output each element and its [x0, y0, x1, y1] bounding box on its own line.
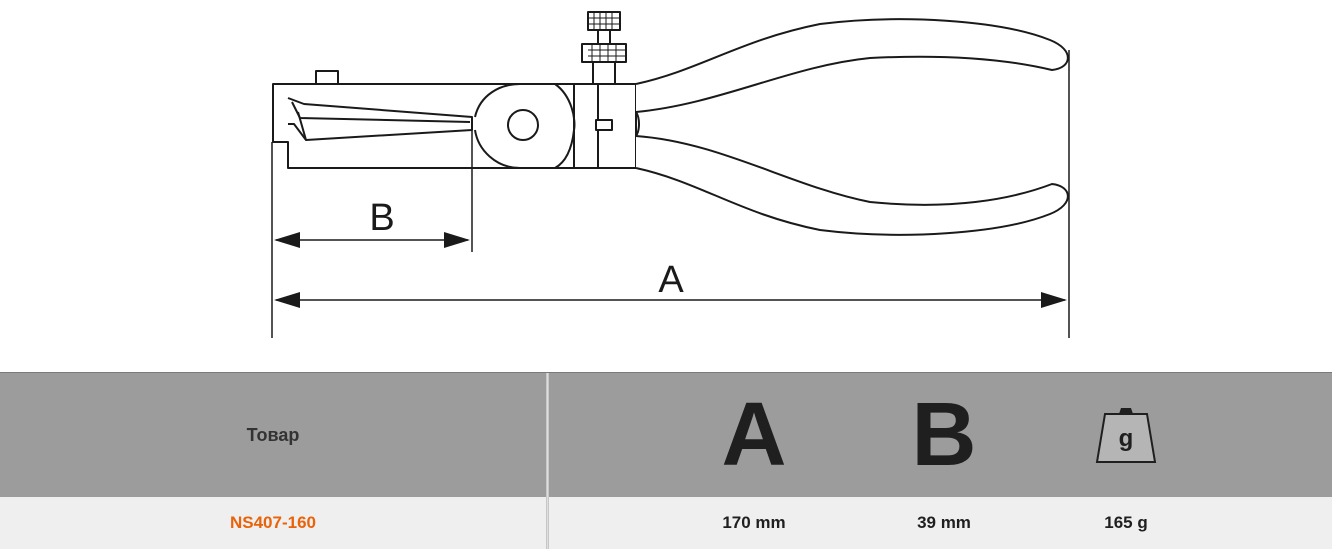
dimension-a-value: 170 mm [722, 513, 786, 532]
weight-icon: g [1095, 408, 1157, 463]
table-row: NS407-160 170 mm 39 mm 165 g [0, 497, 1332, 549]
weight-column-header: g [1056, 373, 1196, 497]
pivot-bolt [507, 109, 539, 141]
dimension-b-header: B [911, 384, 977, 485]
dimension-label-b: B [369, 197, 394, 239]
screw-knurling [588, 12, 626, 62]
spec-table: Товар A B g NS407-160 170 mm 39 mm 165 g [0, 372, 1332, 549]
pliers-diagram: B A [271, 11, 1070, 338]
product-code-link[interactable]: NS407-160 [229, 513, 316, 532]
technical-drawing: B A [271, 11, 1070, 338]
dimension-arrows [274, 232, 1067, 308]
weight-symbol: g [1119, 425, 1134, 452]
dimension-b-value: 39 mm [917, 513, 971, 532]
product-column-header: Товар [246, 424, 300, 445]
table-header-row: Товар A B g [0, 373, 1332, 497]
column-divider [546, 373, 549, 549]
pliers-outline [272, 11, 1069, 236]
weight-value: 165 g [1104, 513, 1148, 532]
dimension-lines [271, 50, 1070, 338]
dimension-label-a: A [658, 259, 684, 301]
dimension-a-header: A [721, 384, 787, 485]
